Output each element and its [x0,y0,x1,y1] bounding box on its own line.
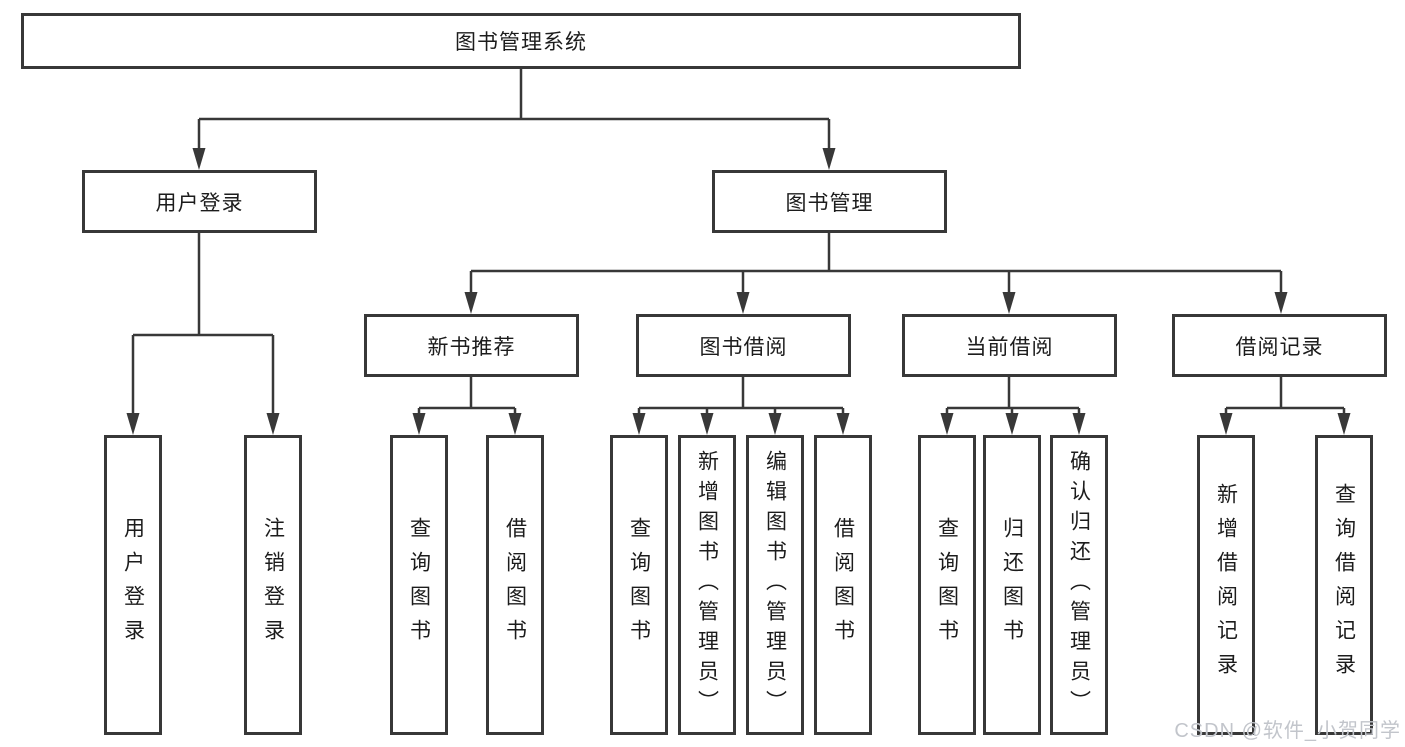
leaf-query-book-recommend-label: 查询图书 [407,517,431,653]
leaf-return-book-label: 归还图书 [1000,517,1024,653]
arrow-down-icon [126,413,140,435]
leaf-add-borrow-record: 新增借阅记录 [1197,435,1255,735]
leaf-borrow-book-borrowing: 借阅图书 [814,435,872,735]
arrow-down-icon [822,148,836,170]
arrow-down-icon [940,413,954,435]
arrow-down-icon [1002,292,1016,314]
connector-new-book-recommend-children [417,377,517,417]
arrow-down-icon [1072,413,1086,435]
node-user-login: 用户登录 [82,170,317,233]
node-new-book-recommend: 新书推荐 [364,314,579,377]
leaf-return-book: 归还图书 [983,435,1041,735]
arrowheads [126,148,1351,435]
arrow-down-icon [1005,413,1019,435]
leaf-query-book-current-label: 查询图书 [935,517,959,653]
leaf-edit-book-admin: 编辑图书（管理员） [746,435,804,735]
arrow-down-icon [768,413,782,435]
connector-borrowing-records-children [1224,377,1346,417]
node-book-management: 图书管理 [712,170,947,233]
connector-book-borrowing-children [637,377,845,417]
leaf-logout: 注销登录 [244,435,302,735]
arrow-down-icon [1219,413,1233,435]
leaf-confirm-return-admin: 确认归还（管理员） [1050,435,1108,735]
leaf-add-book-admin-label: 新增图书（管理员） [695,450,719,720]
node-root: 图书管理系统 [21,13,1021,69]
leaf-add-book-admin: 新增图书（管理员） [678,435,736,735]
node-borrowing-records-label: 借阅记录 [1235,335,1324,359]
leaf-edit-book-admin-label: 编辑图书（管理员） [763,450,787,720]
leaf-user-login-label: 用户登录 [121,517,145,653]
node-current-borrowing-label: 当前借阅 [965,335,1054,359]
leaf-logout-label: 注销登录 [261,517,285,653]
node-book-management-label: 图书管理 [785,191,874,215]
node-borrowing-records: 借阅记录 [1172,314,1387,377]
node-user-login-label: 用户登录 [155,191,244,215]
leaf-borrow-book-recommend: 借阅图书 [486,435,544,735]
connector-root-to-level2 [197,69,831,152]
leaf-query-book-borrowing-label: 查询图书 [627,517,651,653]
arrow-down-icon [632,413,646,435]
leaf-query-borrow-record: 查询借阅记录 [1315,435,1373,735]
leaf-query-book-borrowing: 查询图书 [610,435,668,735]
leaf-add-borrow-record-label: 新增借阅记录 [1214,483,1238,687]
arrow-down-icon [700,413,714,435]
node-current-borrowing: 当前借阅 [902,314,1117,377]
arrow-down-icon [736,292,750,314]
arrow-down-icon [192,148,206,170]
node-new-book-recommend-label: 新书推荐 [427,335,516,359]
arrow-down-icon [1274,292,1288,314]
leaf-user-login: 用户登录 [104,435,162,735]
connector-current-borrowing-children [945,377,1081,417]
leaf-borrow-book-borrowing-label: 借阅图书 [831,517,855,653]
arrow-down-icon [266,413,280,435]
node-book-borrowing: 图书借阅 [636,314,851,377]
node-book-borrowing-label: 图书借阅 [699,335,788,359]
arrow-down-icon [836,413,850,435]
connector-user-login-children [131,233,275,417]
arrow-down-icon [412,413,426,435]
node-root-label: 图书管理系统 [455,31,587,54]
leaf-query-book-recommend: 查询图书 [390,435,448,735]
leaf-query-borrow-record-label: 查询借阅记录 [1332,483,1356,687]
arrow-down-icon [508,413,522,435]
leaf-borrow-book-recommend-label: 借阅图书 [503,517,527,653]
csdn-watermark: CSDN @软件_小贺同学 [1174,720,1401,742]
arrow-down-icon [464,292,478,314]
leaf-query-book-current: 查询图书 [918,435,976,735]
connector-book-management-children [469,233,1283,296]
arrow-down-icon [1337,413,1351,435]
leaf-confirm-return-admin-label: 确认归还（管理员） [1067,450,1091,720]
